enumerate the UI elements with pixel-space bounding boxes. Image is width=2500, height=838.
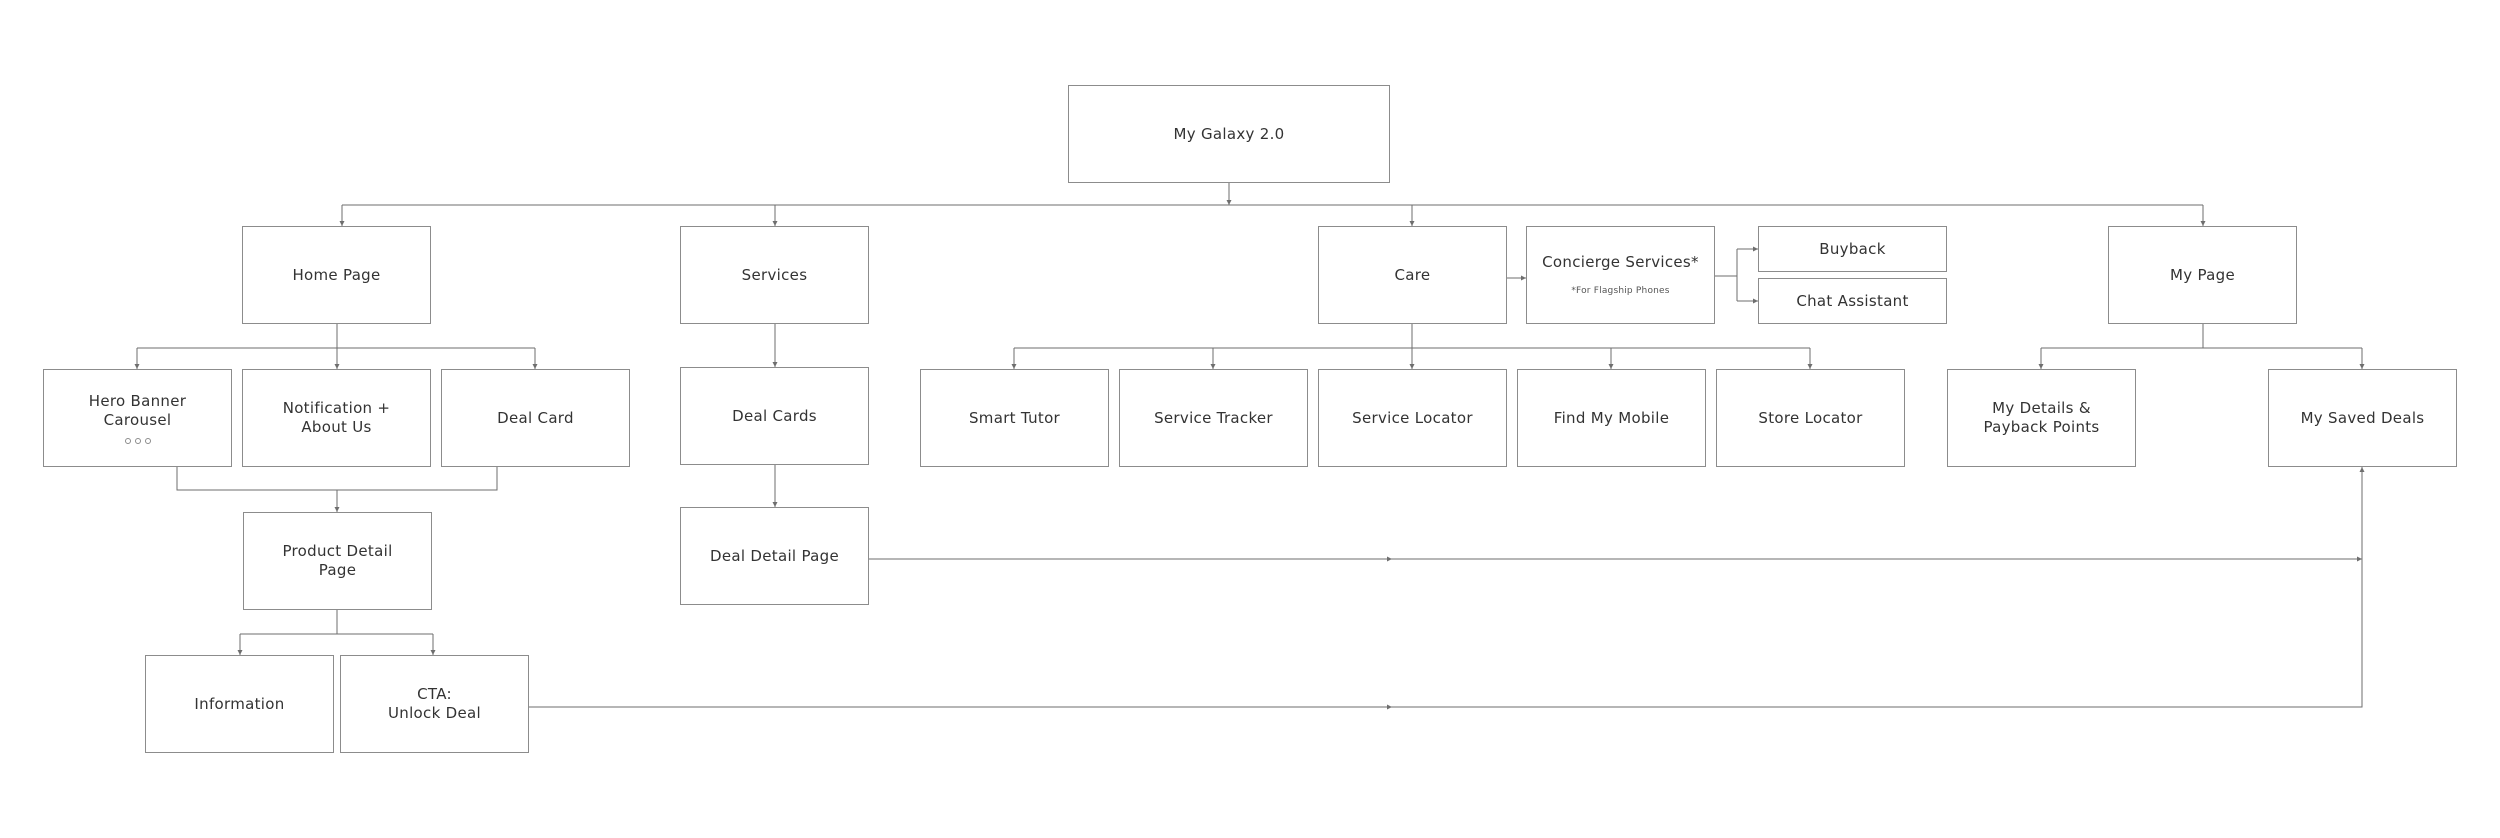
node-service-tracker: Service Tracker xyxy=(1119,369,1308,467)
node-label: Deal Card xyxy=(497,408,574,427)
node-label: My Galaxy 2.0 xyxy=(1173,124,1285,143)
node-cta-unlock-deal: CTA: Unlock Deal xyxy=(340,655,529,753)
node-label: Product Detail Page xyxy=(282,542,393,579)
node-footnote: *For Flagship Phones xyxy=(1571,286,1670,296)
carousel-indicator xyxy=(124,438,151,444)
carousel-dot-icon xyxy=(134,438,141,444)
node-my-page: My Page xyxy=(2108,226,2297,324)
node-deal-card: Deal Card xyxy=(441,369,630,467)
node-hero-banner-carousel: Hero Banner Carousel xyxy=(43,369,232,467)
connector-hero-dealcard-merge xyxy=(176,467,498,512)
node-label: Smart Tutor xyxy=(968,408,1061,427)
connector-care-stem xyxy=(1014,324,1810,349)
node-notification-about-us: Notification + About Us xyxy=(242,369,431,467)
node-deal-detail-page: Deal Detail Page xyxy=(680,507,869,605)
node-label: Information xyxy=(194,694,285,713)
carousel-dot-icon xyxy=(144,438,151,444)
node-label: Notification + About Us xyxy=(282,399,391,436)
node-service-locator: Service Locator xyxy=(1318,369,1507,467)
node-concierge-services: Concierge Services* *For Flagship Phones xyxy=(1526,226,1715,324)
node-smart-tutor: Smart Tutor xyxy=(920,369,1109,467)
node-my-galaxy: My Galaxy 2.0 xyxy=(1068,85,1390,183)
node-my-saved-deals: My Saved Deals xyxy=(2268,369,2457,467)
node-label: CTA: Unlock Deal xyxy=(388,685,481,722)
node-label: Buyback xyxy=(1819,239,1886,258)
node-label: Chat Assistant xyxy=(1796,291,1909,310)
node-label: Deal Detail Page xyxy=(710,546,839,565)
node-label: My Details & Payback Points xyxy=(1983,399,2100,436)
node-care: Care xyxy=(1318,226,1507,324)
carousel-dot-icon xyxy=(124,438,131,444)
connector-pdp-stem xyxy=(240,610,433,635)
node-store-locator: Store Locator xyxy=(1716,369,1905,467)
node-buyback: Buyback xyxy=(1758,226,1947,272)
node-label: Service Tracker xyxy=(1154,408,1273,427)
node-label: Deal Cards xyxy=(732,406,817,425)
node-label: Hero Banner Carousel xyxy=(88,392,187,429)
node-chat-assistant: Chat Assistant xyxy=(1758,278,1947,324)
node-label: Find My Mobile xyxy=(1553,408,1670,427)
node-home-page: Home Page xyxy=(242,226,431,324)
node-information: Information xyxy=(145,655,334,753)
node-label: Home Page xyxy=(292,265,381,284)
node-label: Services xyxy=(741,265,808,284)
node-find-my-mobile: Find My Mobile xyxy=(1517,369,1706,467)
node-my-details-payback-points: My Details & Payback Points xyxy=(1947,369,2136,467)
connector-mypage-stem xyxy=(2041,324,2362,349)
node-deal-cards: Deal Cards xyxy=(680,367,869,465)
connector-cta-saved-run xyxy=(1392,467,2365,708)
node-label: Concierge Services* xyxy=(1542,253,1699,271)
node-label: My Saved Deals xyxy=(2300,408,2425,427)
node-label: Care xyxy=(1394,265,1431,284)
connector-concierge-split xyxy=(1715,249,1738,301)
node-services: Services xyxy=(680,226,869,324)
connector-home-stem xyxy=(137,324,535,349)
node-label: Store Locator xyxy=(1758,408,1863,427)
node-product-detail-page: Product Detail Page xyxy=(243,512,432,610)
node-label: Service Locator xyxy=(1352,408,1473,427)
node-label: My Page xyxy=(2169,265,2235,284)
